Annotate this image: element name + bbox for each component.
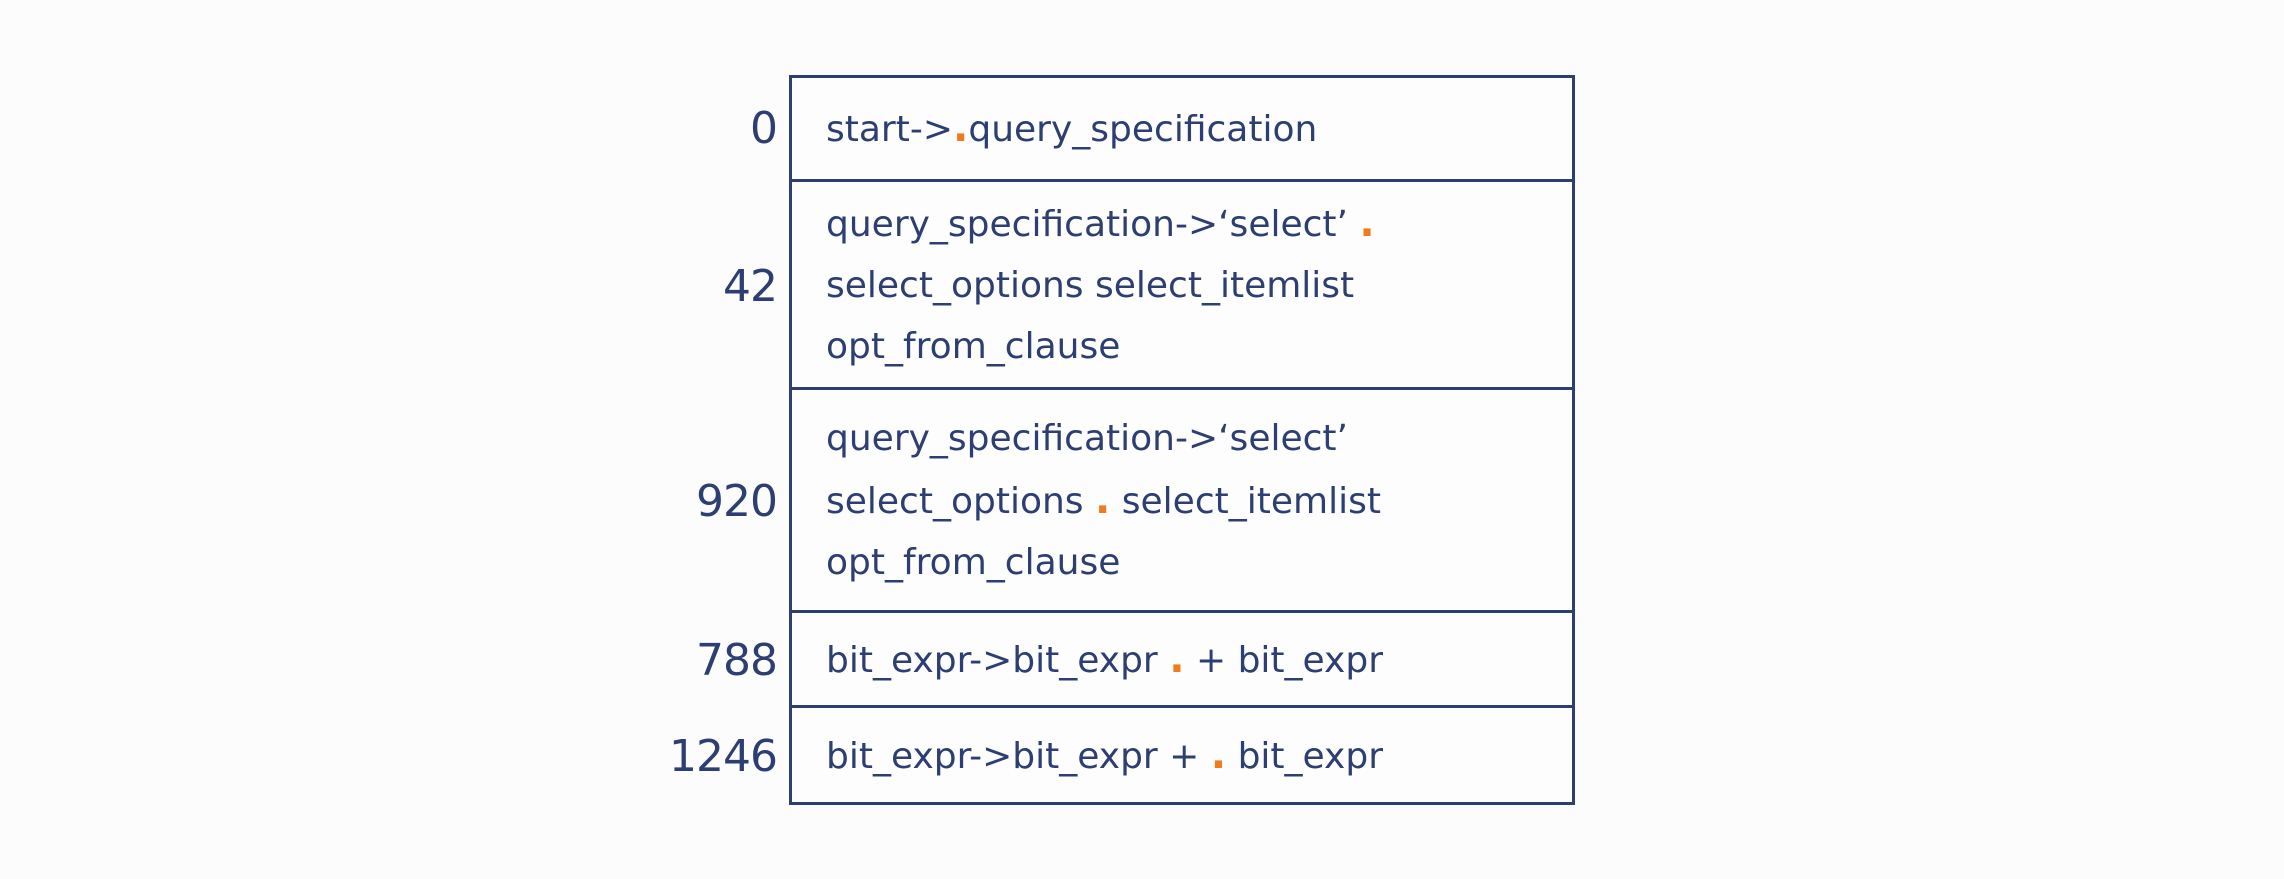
state-number: 1246 (560, 708, 789, 805)
production-text: start-> (826, 109, 954, 150)
table-row: bit_expr->bit_expr . + bit_expr (789, 613, 1575, 708)
state-number: 0 (560, 75, 789, 182)
production-line: select_options select_itemlist (826, 255, 1566, 316)
table-row: bit_expr->bit_expr + . bit_expr (789, 708, 1575, 805)
production-text: bit_expr->bit_expr (826, 639, 1170, 681)
production-text: opt_from_clause (826, 541, 1121, 583)
production-text: query_specification->‘select’ (826, 204, 1360, 245)
state-number-label: 788 (696, 635, 778, 686)
state-number-label: 920 (696, 476, 778, 527)
table-row: query_specification->‘select’ . select_o… (789, 182, 1575, 390)
dot-marker: . (953, 104, 969, 151)
production-text: + bit_expr (1184, 639, 1384, 681)
production-text: bit_expr (1226, 735, 1384, 777)
production-line: start->.query_specification (826, 97, 1566, 160)
production-text: query_specification->‘select’ (826, 417, 1348, 459)
state-number: 788 (560, 613, 789, 708)
state-number-label: 0 (750, 103, 778, 154)
state-number: 920 (560, 390, 789, 613)
dot-marker: . (1095, 475, 1111, 523)
production-line: bit_expr->bit_expr . + bit_expr (826, 628, 1566, 691)
dot-marker: . (1210, 730, 1227, 778)
production-line: query_specification->‘select’ . (826, 192, 1566, 255)
production-text: bit_expr->bit_expr + (826, 735, 1211, 777)
production-line: bit_expr->bit_expr + . bit_expr (826, 724, 1566, 787)
production-text: query_specification (968, 109, 1318, 150)
table-row: query_specification->‘select’ select_opt… (789, 390, 1575, 613)
table-row: start->.query_specification (789, 75, 1575, 182)
state-number-label: 42 (723, 260, 778, 312)
lr-items-table: 0 start->.query_specification 42 query_s… (560, 75, 1575, 805)
production-line: opt_from_clause (826, 532, 1566, 593)
production-text: select_options select_itemlist (826, 265, 1355, 306)
dot-marker: . (1169, 634, 1185, 682)
dot-marker: . (1359, 199, 1375, 246)
production-line: select_options . select_itemlist (826, 469, 1566, 532)
production-text: select_options (826, 480, 1095, 522)
production-text: opt_from_clause (826, 326, 1121, 367)
production-line: query_specification->‘select’ (826, 408, 1566, 469)
state-number: 42 (560, 182, 789, 390)
production-text: select_itemlist (1110, 480, 1381, 522)
production-line: opt_from_clause (826, 316, 1566, 377)
state-number-label: 1246 (669, 731, 778, 782)
